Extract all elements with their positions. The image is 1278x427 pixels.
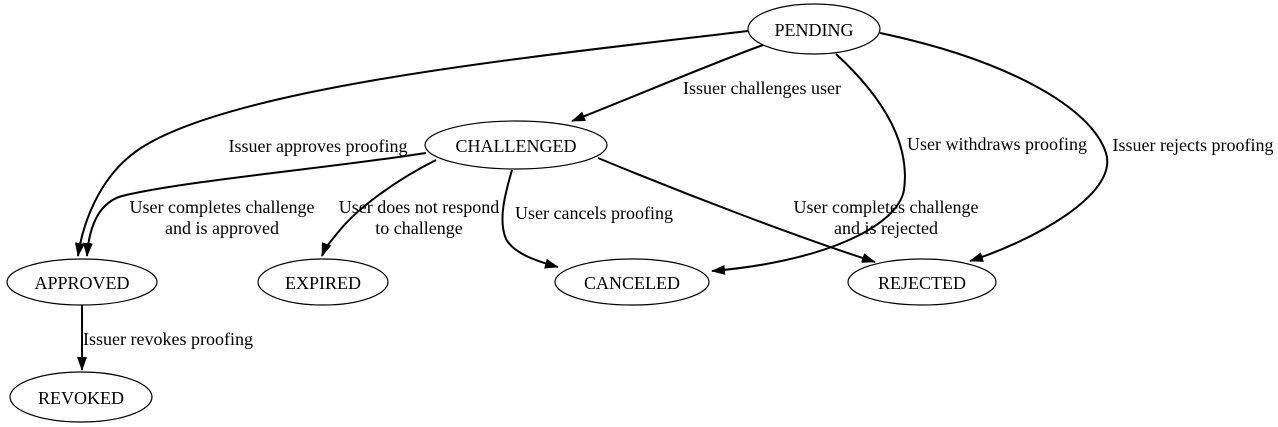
node-pending: PENDING (747, 3, 881, 55)
edge-label-challenged-approved: and is approved (165, 218, 279, 238)
node-label-challenged: CHALLENGED (456, 136, 577, 156)
edge-pending-challenged: Issuer challenges user (571, 44, 841, 122)
edge-challenged-canceled: User cancels proofing (501, 169, 673, 269)
node-ellipse-canceled (554, 258, 710, 306)
edge-line-challenged-rejected (597, 157, 876, 263)
edge-pending-rejected: Issuer rejects proofing (879, 32, 1274, 262)
node-label-revoked: REVOKED (38, 388, 124, 408)
edge-label-pending-approved: Issuer approves proofing (229, 136, 408, 156)
edge-label-pending-rejected: Issuer rejects proofing (1113, 135, 1274, 155)
edge-pending-approved: Issuer approves proofing (74, 30, 749, 257)
node-ellipse-approved (6, 258, 158, 306)
node-label-expired: EXPIRED (285, 273, 361, 293)
node-rejected: REJECTED (847, 258, 997, 306)
edge-line-pending-approved (74, 30, 749, 257)
node-ellipse-expired (257, 258, 389, 306)
edge-line-challenged-expired (321, 159, 437, 257)
node-expired: EXPIRED (257, 258, 389, 306)
node-label-canceled: CANCELED (584, 273, 680, 293)
edge-label-challenged-approved: User completes challenge (130, 197, 315, 217)
edge-line-pending-canceled (711, 53, 906, 275)
node-ellipse-rejected (847, 258, 997, 306)
node-challenged: CHALLENGED (424, 120, 608, 170)
node-canceled: CANCELED (554, 258, 710, 306)
node-ellipse-revoked (9, 371, 153, 423)
node-approved: APPROVED (6, 258, 158, 306)
node-label-pending: PENDING (775, 20, 854, 40)
edge-label-pending-canceled: User withdraws proofing (907, 134, 1087, 154)
edge-label-challenged-expired: User does not respond (339, 197, 499, 217)
node-label-rejected: REJECTED (878, 273, 966, 293)
edge-line-pending-rejected (879, 32, 1109, 262)
edge-line-challenged-canceled (501, 169, 559, 269)
node-layer: PENDING CHALLENGED APPROVED EXPIRED CANCELED… (6, 3, 997, 423)
edge-line-challenged-approved (82, 152, 427, 257)
node-revoked: REVOKED (9, 371, 153, 423)
edge-label-challenged-rejected: User completes challenge (794, 197, 979, 217)
edge-pending-canceled: User withdraws proofing (711, 53, 1087, 275)
edge-label-challenged-expired: to challenge (375, 218, 462, 238)
edge-label-challenged-canceled: User cancels proofing (515, 203, 673, 223)
node-ellipse-pending (747, 3, 881, 55)
edge-line-pending-challenged (571, 44, 764, 122)
edge-label-approved-revoked: Issuer revokes proofing (83, 329, 253, 349)
edge-label-challenged-rejected: and is rejected (834, 218, 938, 238)
node-ellipse-challenged (424, 120, 608, 170)
edge-approved-revoked: Issuer revokes proofing (77, 305, 253, 371)
node-label-approved: APPROVED (34, 273, 129, 293)
edge-label-pending-challenged: Issuer challenges user (683, 78, 841, 98)
